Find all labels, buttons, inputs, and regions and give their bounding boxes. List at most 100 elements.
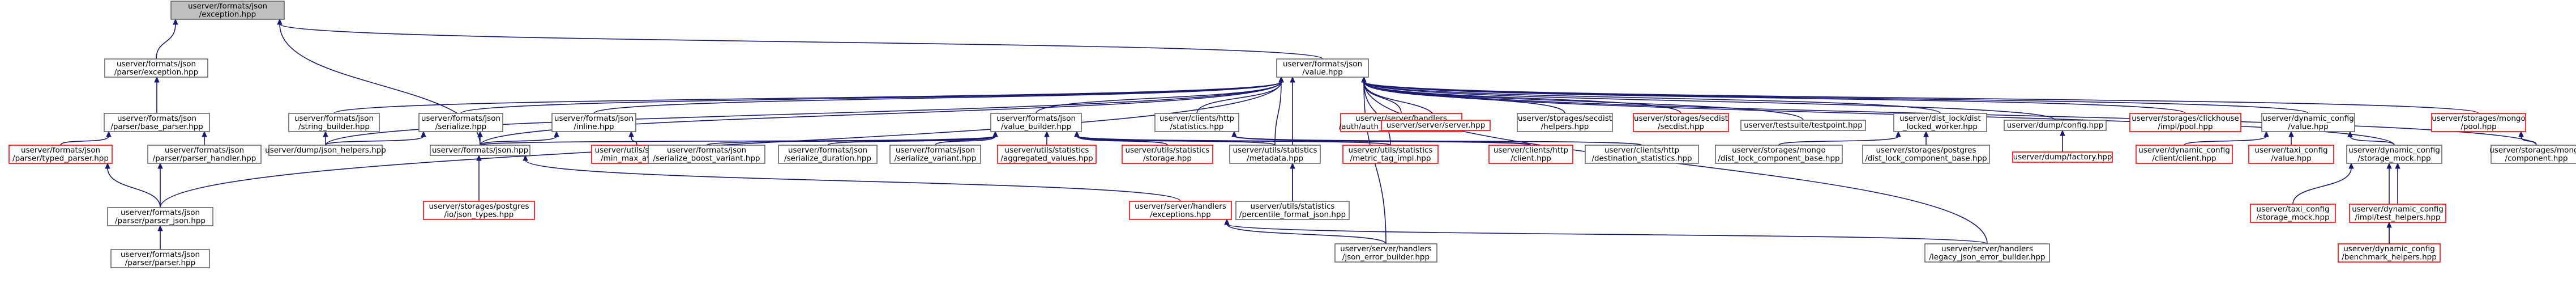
- edge-mongo-component-to-mongo-pool: [2518, 130, 2537, 146]
- node-dest-stats[interactable]: userver/clients/http/destination_statist…: [1585, 145, 1699, 164]
- node-box: [2349, 204, 2446, 223]
- node-exception[interactable]: userver/formats/json/exception.hpp: [170, 1, 285, 20]
- node-parser-exc[interactable]: userver/formats/json/parser/exception.hp…: [104, 58, 208, 78]
- edge-parser-json-to-typed-parser: [105, 162, 161, 208]
- node-percentile-format[interactable]: userver/utils/statistics/percentile_form…: [1235, 201, 1350, 220]
- node-json-error-builder[interactable]: userver/server/handlers/json_error_build…: [1334, 243, 1437, 263]
- node-dump-config[interactable]: userver/dump/config.hpp: [2004, 120, 2107, 131]
- node-label-line: /string_builder.hpp: [298, 123, 370, 132]
- edge-arrowhead: [1278, 76, 1284, 83]
- edge-dyn-storage-mock-to-value: [1361, 76, 2395, 146]
- node-label-line: /legacy_json_error_builder.hpp: [1929, 253, 2045, 262]
- node-clickhouse-pool[interactable]: userver/storages/clickhouse/impl/pool.hp…: [2129, 113, 2241, 132]
- node-label-line: /pool.hpp: [2461, 123, 2496, 132]
- node-mongo-component[interactable]: userver/storages/mongo/component.hpp: [2489, 145, 2576, 164]
- node-secdist-helpers[interactable]: userver/storages/secdist/helpers.hpp: [1517, 113, 1613, 132]
- edge-line: [2350, 136, 2395, 146]
- node-ser-duration[interactable]: userver/formats/json/serialize_duration.…: [778, 145, 878, 164]
- edge-arrowhead: [992, 130, 998, 137]
- node-label-line: userver/utils/statistics: [1251, 202, 1335, 211]
- node-pg-io-json[interactable]: userver/storages/postgres/io/json_types.…: [423, 201, 535, 220]
- node-base-parser[interactable]: userver/formats/json/parser/base_parser.…: [104, 113, 210, 132]
- node-testpoint[interactable]: userver/testsuite/testpoint.hpp: [1740, 120, 1866, 131]
- node-parser-hpp[interactable]: userver/formats/json/parser/parser.hpp: [110, 249, 210, 268]
- node-inline[interactable]: userver/formats/json/inline.hpp: [551, 113, 636, 132]
- node-dist-lock[interactable]: userver/dist_lock/dist_locked_worker.hpp: [1893, 113, 1987, 132]
- edge-client-hpp-to-value-builder: [1074, 130, 1531, 146]
- node-pg-base[interactable]: userver/storages/postgres/dist_lock_comp…: [1862, 145, 1990, 164]
- node-taxi-storage-mock[interactable]: userver/taxi_config/storage_mock.hpp: [2250, 204, 2336, 223]
- node-dump-factory[interactable]: userver/dump/factory.hpp: [2012, 151, 2113, 163]
- node-box: [2129, 113, 2241, 132]
- edge-arrowhead: [2518, 130, 2524, 137]
- edge-line: [333, 81, 1282, 114]
- edge-dump-json-helpers-to-value: [325, 76, 1284, 146]
- edge-line: [480, 136, 557, 146]
- node-dump-json-helpers[interactable]: userver/dump/json_helpers.hpp: [265, 145, 386, 156]
- node-mongo-base[interactable]: userver/storages/mongo/dist_lock_compone…: [1715, 145, 1843, 164]
- node-label-line: userver/formats/json: [294, 114, 374, 123]
- node-label-line: userver/server/handlers: [1340, 244, 1432, 254]
- edge-dump-json-helpers-to-string-builder: [323, 130, 328, 145]
- edge-line: [1363, 81, 2395, 146]
- node-dyn-client[interactable]: userver/dynamic_config/client/client.hpp: [2136, 145, 2233, 164]
- node-box: [104, 113, 210, 132]
- node-label-line: userver/dump/factory.hpp: [2013, 153, 2112, 162]
- edge-line: [325, 136, 424, 146]
- node-box: [1633, 113, 1729, 132]
- node-label-line: /parser/typed_parser.hpp: [12, 154, 109, 163]
- node-bench-helpers[interactable]: userver/dynamic_config/benchmark_helpers…: [2338, 243, 2441, 263]
- edge-line: [279, 23, 1323, 60]
- graph-nodes: userver/formats/json/exception.hpp userve…: [8, 1, 2576, 268]
- edge-legacy-json-error-to-handlers-exc: [1224, 218, 1988, 244]
- edge-arrowhead: [323, 130, 328, 137]
- node-boost-variant[interactable]: userver/formats/json/serialize_boost_var…: [648, 145, 765, 164]
- edge-line: [325, 81, 1282, 146]
- node-parser-json[interactable]: userver/formats/json/parser/parser_json.…: [107, 207, 213, 226]
- node-box: [990, 113, 1082, 132]
- node-label-line: /serialize_duration.hpp: [784, 154, 871, 163]
- node-value-builder[interactable]: userver/formats/json/value_builder.hpp: [990, 113, 1082, 132]
- node-serialize[interactable]: userver/formats/json/serialize.hpp: [418, 113, 503, 132]
- node-box: [2338, 243, 2441, 263]
- node-taxi-value[interactable]: userver/taxi_config/value.hpp: [2248, 145, 2334, 164]
- edge-inline-to-value: [593, 76, 1284, 114]
- node-value[interactable]: userver/formats/json/value.hpp: [1276, 58, 1369, 78]
- node-json-hpp[interactable]: userver/formats/json.hpp: [430, 145, 530, 156]
- node-mongo-pool[interactable]: userver/storages/mongo/pool.hpp: [2431, 113, 2526, 132]
- node-typed-parser[interactable]: userver/formats/json/parser/typed_parser…: [8, 145, 113, 164]
- node-dyn-value[interactable]: userver/dynamic_config/value.hpp: [2261, 113, 2355, 132]
- node-box: [1862, 145, 1990, 164]
- node-client-hpp[interactable]: userver/clients/http/client.hpp: [1488, 145, 1573, 164]
- node-agg-values[interactable]: userver/utils/statistics/aggregated_valu…: [997, 145, 1097, 164]
- node-box: [170, 1, 285, 20]
- node-label-line: userver/storages/secdist: [1518, 114, 1612, 123]
- node-label-line: /metadata.hpp: [1247, 154, 1303, 163]
- node-label-line: userver/dynamic_config: [2343, 244, 2435, 254]
- node-dyn-test-helpers[interactable]: userver/dynamic_config/impl/test_helpers…: [2349, 204, 2446, 223]
- node-dyn-storage-mock[interactable]: userver/dynamic_config/storage_mock.hpp: [2346, 145, 2442, 164]
- node-http-statistics[interactable]: userver/clients/http/statistics.hpp: [1154, 113, 1239, 132]
- node-stat-storage[interactable]: userver/utils/statistics/storage.hpp: [1122, 145, 1213, 164]
- edge-line: [1363, 81, 2479, 114]
- node-handlers-exc[interactable]: userver/server/handlers/exceptions.hpp: [1129, 201, 1232, 220]
- edge-dyn-storage-mock-to-dyn-value: [2347, 130, 2395, 146]
- node-box: [1154, 113, 1239, 132]
- node-stat-metadata[interactable]: userver/utils/statistics/metadata.hpp: [1229, 145, 1321, 164]
- node-string-builder[interactable]: userver/formats/json/string_builder.hpp: [288, 113, 380, 132]
- node-label-line: userver/storages/mongo: [2432, 114, 2526, 123]
- node-label-line: userver/formats/json: [554, 114, 634, 123]
- node-label-line: /json_error_builder.hpp: [1342, 253, 1430, 262]
- node-server-hpp[interactable]: userver/server/server.hpp: [1381, 120, 1491, 131]
- edge-ser-variant-to-value-builder: [935, 130, 998, 146]
- node-legacy-json-error[interactable]: userver/server/handlers/legacy_json_erro…: [1924, 243, 2050, 263]
- edge-pg-io-json-to-json-hpp: [476, 154, 482, 201]
- node-label-line: userver/storages/postgres: [429, 202, 529, 211]
- node-secdist-hpp[interactable]: userver/storages/secdist/secdist.hpp: [1633, 113, 1729, 132]
- node-label-line: userver/clients/http: [1604, 146, 1679, 155]
- edge-arrowhead: [477, 130, 483, 137]
- node-label-line: userver/utils/statistics: [1126, 146, 1210, 155]
- node-ser-variant[interactable]: userver/formats/json/serialize_variant.h…: [889, 145, 981, 164]
- node-parser-handler[interactable]: userver/formats/json/parser/parser_handl…: [147, 145, 262, 164]
- node-metric-tag[interactable]: userver/utils/statistics/metric_tag_impl…: [1342, 145, 1439, 164]
